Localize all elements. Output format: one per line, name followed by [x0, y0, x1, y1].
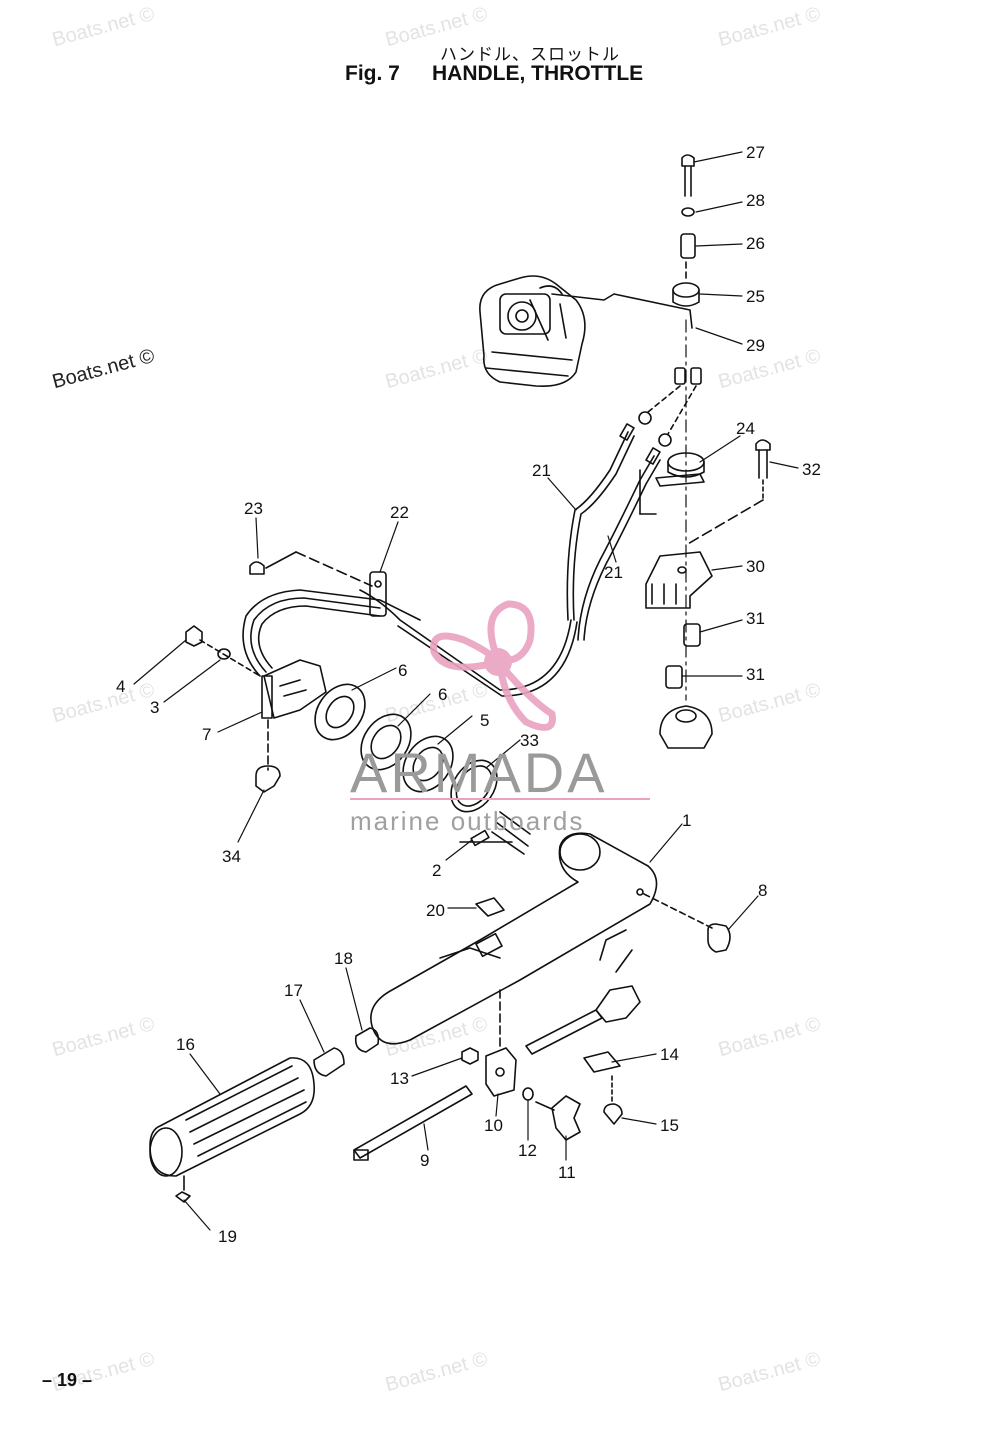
callout-29: 29: [746, 336, 765, 355]
callout-2: 2: [432, 861, 441, 880]
callout-3: 3: [150, 698, 159, 717]
throttle-pulley-bracket: [639, 439, 771, 546]
callout-13: 13: [390, 1069, 409, 1088]
throttle-link-assembly: [353, 989, 581, 1161]
callout-19: 19: [218, 1227, 237, 1246]
callout-10: 10: [484, 1116, 503, 1135]
callout-31: 31: [746, 609, 765, 628]
throttle-link-rod: [551, 293, 693, 329]
figure-title: HANDLE, THROTTLE: [432, 62, 644, 85]
callout-20: 20: [426, 901, 445, 920]
callout-31: 31: [746, 665, 765, 684]
throttle-shaft-stack: [672, 154, 700, 307]
callout-18: 18: [334, 949, 353, 968]
friction-assembly: [525, 929, 641, 1125]
wiring-harness: [185, 551, 421, 771]
callout-6: 6: [398, 661, 407, 680]
callout-21: 21: [604, 563, 623, 582]
callout-22: 22: [390, 503, 409, 522]
leader-lines: [133, 151, 799, 1231]
callout-17: 17: [284, 981, 303, 1000]
grommet: [255, 765, 281, 793]
callout-24: 24: [736, 419, 755, 438]
callout-12: 12: [518, 1141, 537, 1160]
callout-5: 5: [480, 711, 489, 730]
japanese-title: ハンドル、スロットル: [440, 45, 620, 65]
callout-33: 33: [520, 731, 539, 750]
callout-28: 28: [746, 191, 765, 210]
callout-9: 9: [420, 1151, 429, 1170]
callout-1: 1: [682, 811, 691, 830]
callout-6: 6: [438, 685, 447, 704]
callout-21: 21: [532, 461, 551, 480]
callout-27: 27: [746, 143, 765, 162]
callout-7: 7: [202, 725, 211, 744]
callout-8: 8: [758, 881, 767, 900]
throttle-grip: [149, 1027, 380, 1203]
callout-11: 11: [558, 1163, 576, 1182]
callout-25: 25: [746, 287, 765, 306]
collar: [683, 623, 701, 647]
brand-subtitle: marine outboards: [350, 806, 585, 836]
callout-23: 23: [244, 499, 263, 518]
callout-34: 34: [222, 847, 241, 866]
brand-divider: [350, 798, 650, 800]
end-cap: [707, 923, 731, 953]
brand-name: ARMADA: [350, 741, 608, 804]
callout-15: 15: [660, 1116, 679, 1135]
callout-14: 14: [660, 1045, 679, 1064]
collar: [665, 665, 683, 689]
page-number: – 19 –: [42, 1370, 93, 1390]
callout-16: 16: [176, 1035, 195, 1054]
callout-labels: 27 28 26 25 29 24 32 30 31 31 21 21 22 2…: [116, 143, 821, 1246]
propeller-logo: [430, 600, 556, 731]
callout-32: 32: [802, 460, 821, 479]
steering-handle: [370, 811, 713, 1045]
figure-label: Fig. 7: [345, 62, 400, 85]
carburetor-drawing: [479, 275, 586, 388]
cable-bracket: [645, 551, 713, 609]
callout-30: 30: [746, 557, 765, 576]
callout-26: 26: [746, 234, 765, 253]
callout-4: 4: [116, 677, 125, 696]
